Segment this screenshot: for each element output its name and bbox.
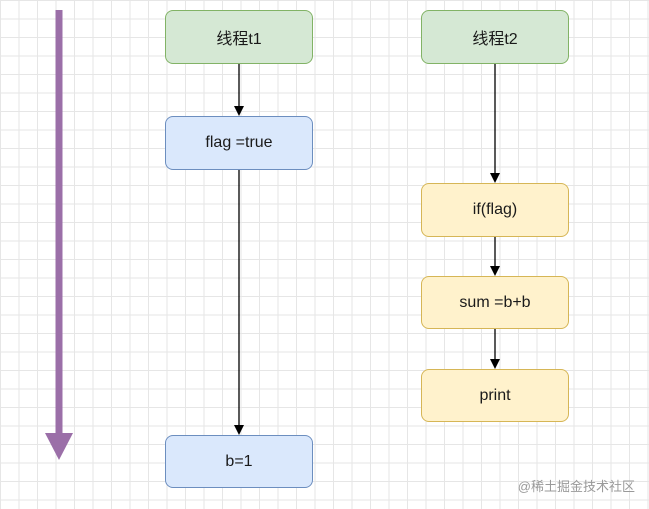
- t1-step-b-equals-1: b=1: [165, 435, 313, 488]
- timeline-arrow-icon: [45, 10, 73, 460]
- thread-t1-header: 线程t1: [165, 10, 313, 64]
- t2-step-sum: sum =b+b: [421, 276, 569, 329]
- watermark: @稀土掘金技术社区: [517, 479, 635, 494]
- t1-step-flag-true: flag =true: [165, 116, 313, 170]
- t2-step-if-flag: if(flag): [421, 183, 569, 237]
- thread-t2-header: 线程t2: [421, 10, 569, 64]
- t2-step-print: print: [421, 369, 569, 422]
